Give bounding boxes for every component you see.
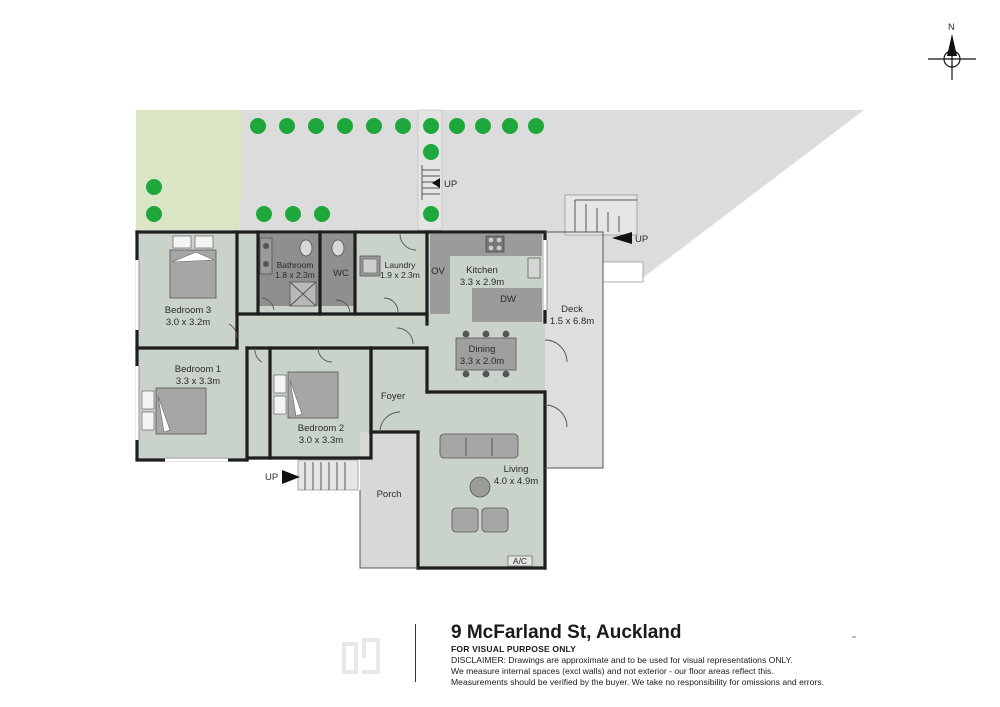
trees — [146, 118, 544, 222]
kitchen-fixtures — [485, 235, 541, 279]
kitchen-name: Kitchen — [466, 265, 498, 276]
dining-table — [455, 337, 517, 371]
footer-mark — [852, 636, 856, 638]
disclaimer-line: We measure internal spaces (excl walls) … — [451, 666, 774, 676]
tree-icon — [146, 206, 162, 222]
porch-name: Porch — [377, 489, 402, 500]
bedroom3-name: Bedroom 3 — [165, 305, 211, 316]
tree-icon — [366, 118, 382, 134]
bed-icon — [169, 235, 217, 299]
tree-icon — [337, 118, 353, 134]
tree-icon — [250, 118, 266, 134]
foyer-name: Foyer — [381, 391, 405, 402]
disclaimer-line: Measurements should be verified by the b… — [451, 677, 824, 687]
tree-icon — [279, 118, 295, 134]
deck-steps — [564, 194, 644, 283]
living-furniture — [439, 433, 533, 567]
island-fill — [472, 288, 542, 322]
tree-icon — [314, 206, 330, 222]
bedroom2-name: Bedroom 2 — [298, 423, 344, 434]
stairs-top-label: UP — [444, 179, 457, 190]
dining-name: Dining — [469, 344, 496, 355]
oven-name: OV — [431, 266, 445, 277]
bedroom1-size: 3.3 x 3.3m — [176, 376, 220, 387]
brand-logo-icon — [342, 638, 380, 674]
living-name: Living — [504, 464, 529, 475]
aircon-name: A/C — [513, 556, 527, 566]
paved-driveway — [242, 110, 864, 280]
visual-purpose-note: FOR VISUAL PURPOSE ONLY — [451, 644, 577, 654]
tree-icon — [395, 118, 411, 134]
front-steps — [297, 459, 359, 491]
tree-icon — [475, 118, 491, 134]
disclaimer-line: DISCLAIMER: Drawings are approximate and… — [451, 655, 793, 665]
doors — [228, 233, 568, 433]
tree-icon — [256, 206, 272, 222]
tree-icon — [423, 206, 439, 222]
bedroom2-size: 3.0 x 3.3m — [299, 435, 343, 446]
dining-size: 3.3 x 2.0m — [460, 356, 504, 367]
up-arrow-icon — [432, 178, 440, 188]
laundry-name: Laundry — [385, 260, 416, 270]
property-address-title: 9 McFarland St, Auckland — [451, 622, 682, 643]
compass-icon — [928, 34, 976, 80]
deck-outline — [545, 231, 604, 469]
bed-icon — [273, 371, 339, 419]
dining-chairs — [462, 330, 510, 378]
bedroom1-name: Bedroom 1 — [175, 364, 221, 375]
laundry-size: 1.9 x 2.3m — [380, 270, 420, 280]
kitchen-size: 3.3 x 2.9m — [460, 277, 504, 288]
tree-icon — [285, 206, 301, 222]
oven-fill — [430, 256, 450, 314]
tree-icon — [146, 179, 162, 195]
front-up-arrow-icon — [282, 470, 300, 484]
stairs-deck-label: UP — [635, 234, 648, 245]
living-size: 4.0 x 4.9m — [494, 476, 538, 487]
tree-icon — [308, 118, 324, 134]
bathroom-name: Bathroom — [277, 260, 314, 270]
tree-icon — [528, 118, 544, 134]
tree-icon — [502, 118, 518, 134]
dishwasher-name: DW — [500, 294, 516, 305]
windows — [135, 240, 548, 462]
tree-icon — [423, 118, 439, 134]
tree-icon — [423, 144, 439, 160]
tree-icon — [449, 118, 465, 134]
stairs-front-label: UP — [265, 472, 278, 483]
compass-north-label: N — [948, 22, 955, 33]
porch-outline — [359, 490, 418, 569]
deck-size: 1.5 x 6.8m — [550, 316, 594, 327]
bed-icon — [141, 387, 207, 435]
deck-up-arrow-icon — [612, 232, 632, 244]
footer-divider — [415, 624, 416, 682]
bathroom-size: 1.8 x 2.3m — [275, 270, 315, 280]
bathroom-fixtures — [259, 237, 381, 307]
disclaimer-block: DISCLAIMER: Drawings are approximate and… — [451, 655, 824, 688]
wc-name: WC — [333, 268, 349, 279]
deck-name: Deck — [561, 304, 583, 315]
bedroom3-size: 3.0 x 3.2m — [166, 317, 210, 328]
